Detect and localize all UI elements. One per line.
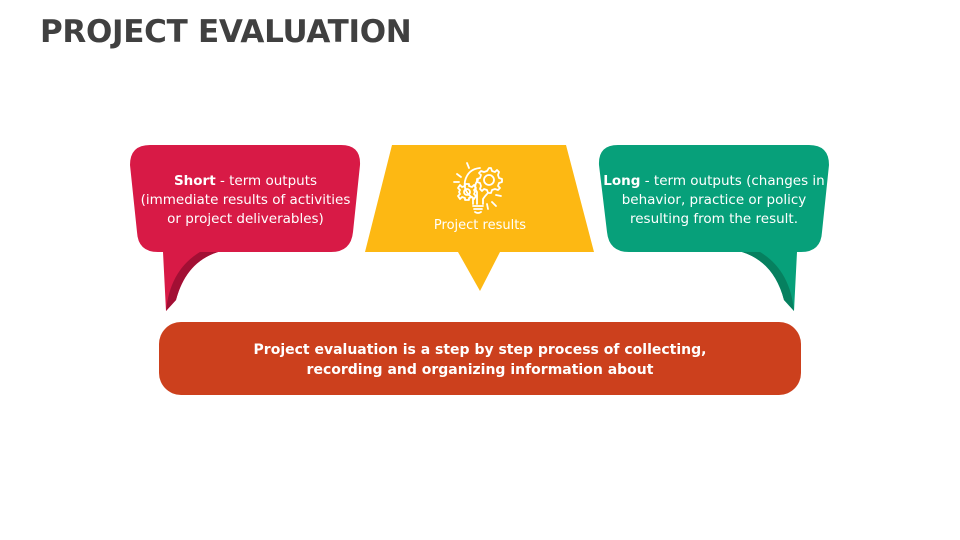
- summary-text: Project evaluation is a step by step pro…: [253, 342, 707, 378]
- lightbulb-gears-icon: [453, 162, 503, 214]
- short-term-text: Short - term outputs (immediate results …: [140, 173, 351, 227]
- long-term-callout-shape: [598, 145, 829, 311]
- short-term-callout-shape: [130, 145, 361, 311]
- project-results-label: Project results: [433, 218, 527, 233]
- short-term-label: Short: [173, 173, 216, 189]
- summary-bar: [159, 322, 801, 395]
- long-term-fold: [742, 252, 794, 311]
- project-results-callout-shape: [365, 145, 594, 291]
- long-term-label: Long: [603, 173, 641, 189]
- project-results-trapezoid: [365, 145, 594, 291]
- long-term-text: Long - term outputs (changes in behavior…: [603, 173, 825, 227]
- short-term-fold: [166, 252, 218, 311]
- page-title: PROJECT EVALUATION: [40, 14, 412, 50]
